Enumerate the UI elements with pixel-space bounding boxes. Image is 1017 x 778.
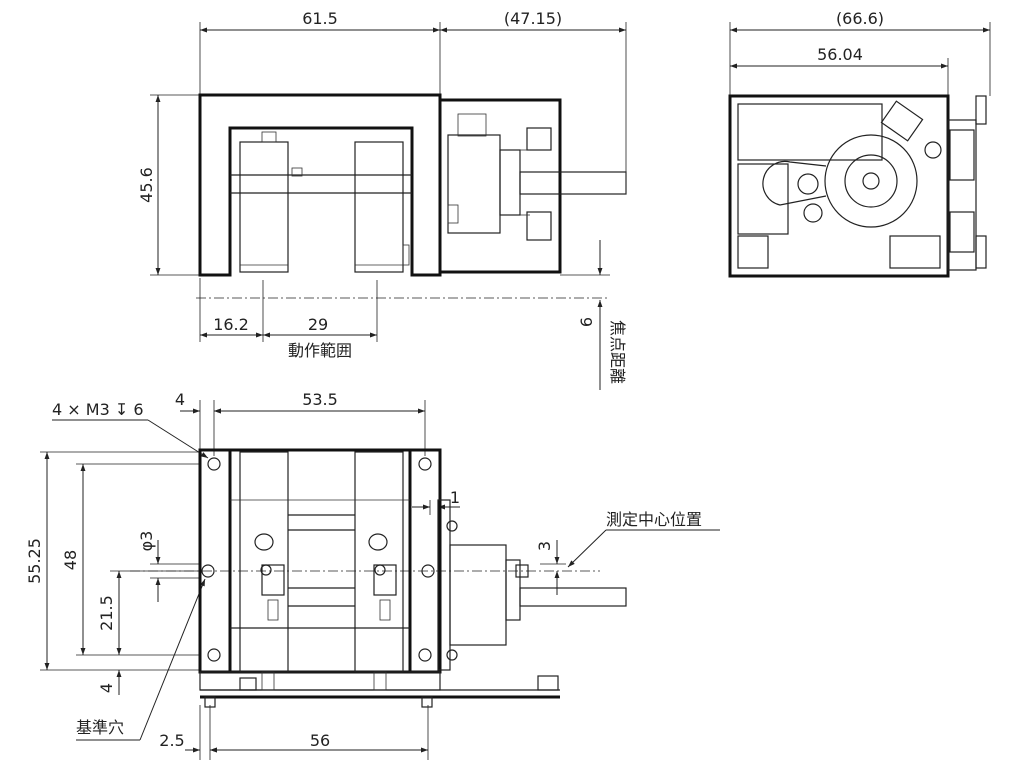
top-view: 61.5 (47.15) 45.6 16.2 29 動作範囲 6 焦点距離 (137, 9, 627, 390)
mount-hole (207, 648, 221, 662)
overall-height-label: 55.25 (25, 538, 44, 584)
top-width-left-label: 61.5 (302, 9, 338, 28)
side-overall-width-label: (66.6) (836, 9, 884, 28)
ref-hole-label: 基準穴 (76, 718, 124, 737)
ref-hole-dia-label: φ3 (137, 531, 156, 552)
front-view-body (198, 448, 627, 708)
bottom-offset-label: 4 (97, 683, 116, 693)
top-height-label: 45.6 (137, 167, 156, 203)
base-width-label: 56 (310, 731, 330, 750)
front-view: 4 × M3 ↧ 6 4 53.5 55.25 48 2 (25, 390, 720, 760)
side-view: (66.6) 56.04 (728, 9, 991, 278)
front-view-dimensions: 4 × M3 ↧ 6 4 53.5 55.25 48 2 (25, 390, 720, 760)
top-view-body (198, 93, 627, 277)
mount-hole (418, 457, 432, 471)
side-width-label: 56.04 (817, 45, 863, 64)
side-view-body (728, 94, 987, 278)
top-width-right-label: (47.15) (504, 9, 562, 28)
screw-note-label: 4 × M3 ↧ 6 (52, 400, 144, 419)
measure-center-label: 測定中心位置 (606, 510, 702, 529)
reference-hole (201, 564, 215, 578)
top-offset-a-label: 16.2 (213, 315, 249, 334)
focus-distance-label: 焦点距離 (608, 320, 627, 384)
hole-pitch-x-label: 53.5 (302, 390, 338, 409)
top-view-dimensions: 61.5 (47.15) 45.6 16.2 29 動作範囲 6 焦点距離 (137, 9, 627, 390)
hole-pitch-y-label: 48 (61, 550, 80, 570)
side-view-dimensions: (66.6) 56.04 (729, 9, 991, 96)
step-label: 1 (450, 488, 460, 507)
center-offset-label: 3 (535, 541, 554, 551)
focus-offset-label: 6 (577, 317, 596, 327)
mount-hole (418, 648, 432, 662)
ref-hole-height-label: 21.5 (97, 595, 116, 631)
base-offset-label: 2.5 (159, 731, 184, 750)
travel-range-label: 動作範囲 (288, 341, 352, 360)
edge-offset-label: 4 (175, 390, 185, 409)
top-offset-b-label: 29 (308, 315, 328, 334)
mount-hole (207, 457, 221, 471)
